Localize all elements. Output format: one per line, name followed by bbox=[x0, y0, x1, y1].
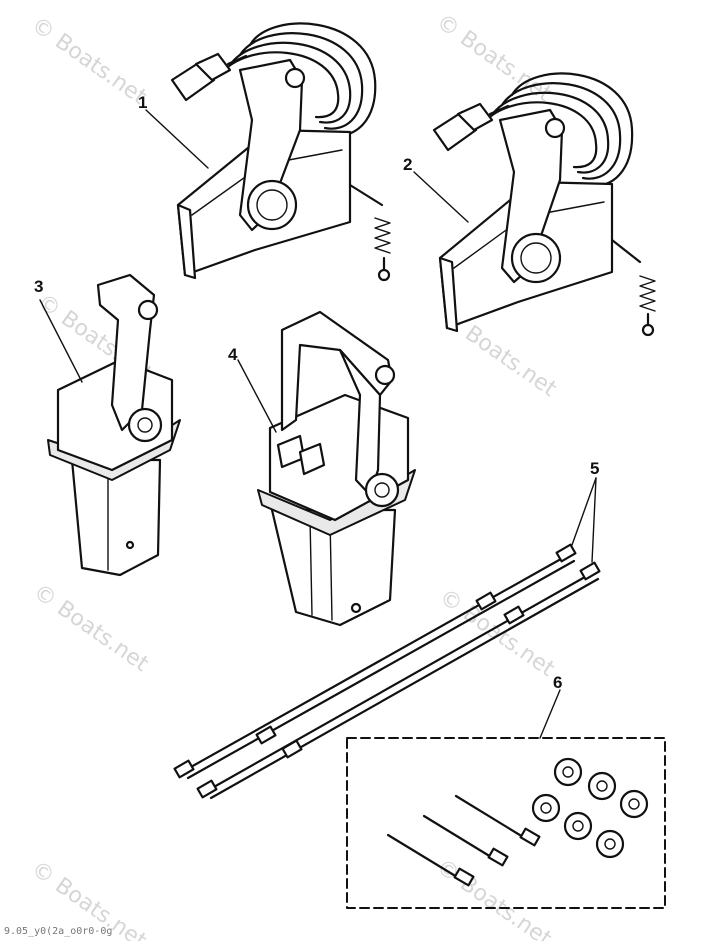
watermark: © Boats.net bbox=[435, 584, 560, 682]
watermark: © Boats.net bbox=[432, 854, 557, 941]
footer-text: 9.05_y0(2a_o0r0-0g bbox=[4, 926, 112, 937]
callout-5: 5 bbox=[590, 459, 599, 478]
callout-4: 4 bbox=[228, 345, 238, 364]
part-3-top-mount-control bbox=[39, 273, 181, 577]
part-2-side-mount-control bbox=[413, 72, 656, 337]
watermark: © Boats.net bbox=[29, 579, 154, 677]
part-4-dual-lever-control bbox=[237, 310, 416, 627]
part-5-control-cables bbox=[173, 477, 601, 800]
callout-6: 6 bbox=[553, 673, 562, 692]
callout-2: 2 bbox=[403, 155, 412, 174]
callouts: 1 2 3 4 5 6 bbox=[34, 93, 599, 692]
callout-3: 3 bbox=[34, 277, 43, 296]
watermark: © Boats.net bbox=[27, 12, 152, 110]
callout-1: 1 bbox=[138, 93, 147, 112]
part-6-hardware-kit bbox=[346, 689, 666, 909]
part-1-side-mount-control bbox=[145, 22, 391, 282]
